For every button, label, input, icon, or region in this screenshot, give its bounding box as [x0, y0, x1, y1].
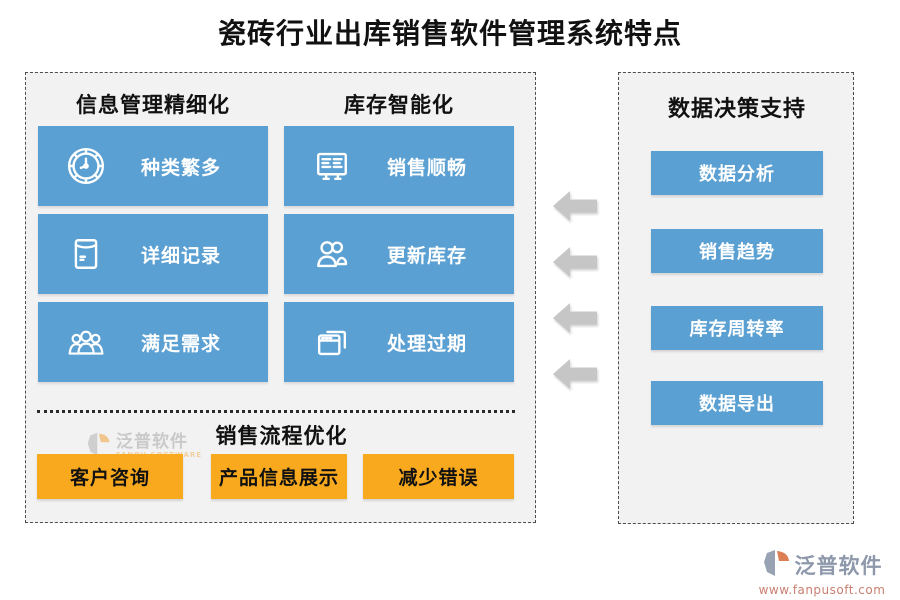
- column-header-info-management: 信息管理精细化: [76, 93, 230, 117]
- feature-tile-label: 详细记录: [140, 244, 221, 267]
- feature-tile-grid: 种类繁多 销售顺畅: [38, 126, 514, 382]
- decision-button-data-analysis: 数据分析: [651, 151, 823, 195]
- left-arrow-icon: [553, 190, 597, 222]
- decision-button-sales-trend: 销售趋势: [651, 229, 823, 273]
- footer-brand: 泛普软件 www.fanpusoft.com: [752, 548, 892, 597]
- column-header-inventory-intelligence: 库存智能化: [344, 93, 454, 117]
- overlapping-windows-icon: [310, 320, 354, 364]
- fanpu-logo-icon: [762, 548, 792, 582]
- process-button-product-info: 产品信息展示: [211, 454, 347, 499]
- left-arrow-icon: [553, 302, 597, 334]
- clock-icon: [64, 144, 108, 188]
- footer-brand-text: 泛普软件: [794, 554, 883, 578]
- dotted-separator: [37, 410, 515, 413]
- section-header-sales-process: 销售流程优化: [215, 424, 348, 448]
- feature-tile-handle-expired: 处理过期: [284, 302, 514, 382]
- feature-tile-meet-demand: 满足需求: [38, 302, 268, 382]
- billboard-list-icon: [310, 144, 354, 188]
- fanpu-logo-icon: [86, 431, 112, 461]
- decision-button-inventory-turnover: 库存周转率: [651, 306, 823, 350]
- process-button-customer-consult: 客户咨询: [37, 454, 183, 499]
- feature-tile-variety: 种类繁多: [38, 126, 268, 206]
- process-button-reduce-errors: 减少错误: [363, 454, 514, 499]
- feature-tile-update-stock: 更新库存: [284, 214, 514, 294]
- page-title: 瓷砖行业出库销售软件管理系统特点: [217, 17, 682, 50]
- feature-tile-label: 销售顺畅: [386, 156, 467, 179]
- users-group-icon: [64, 320, 108, 364]
- data-decision-panel: 数据决策支持 数据分析 销售趋势 库存周转率 数据导出: [618, 72, 854, 524]
- left-arrow-icon: [553, 358, 597, 390]
- left-arrow-icon: [553, 246, 597, 278]
- feature-tile-label: 种类繁多: [140, 156, 221, 179]
- two-users-icon: [310, 232, 354, 276]
- watermark-brand-text: 泛普软件: [116, 431, 188, 452]
- panel-header-data-decision: 数据决策支持: [667, 97, 806, 122]
- feature-tile-smooth-sales: 销售顺畅: [284, 126, 514, 206]
- decision-button-data-export: 数据导出: [651, 381, 823, 425]
- feature-tile-label: 更新库存: [386, 244, 467, 267]
- feature-tile-label: 处理过期: [386, 332, 467, 355]
- feature-tile-detailed-records: 详细记录: [38, 214, 268, 294]
- footer-brand-url: www.fanpusoft.com: [758, 583, 886, 597]
- features-panel: 信息管理精细化 库存智能化 种类繁多: [25, 72, 536, 523]
- feature-tile-label: 满足需求: [140, 332, 221, 355]
- document-pouch-icon: [64, 232, 108, 276]
